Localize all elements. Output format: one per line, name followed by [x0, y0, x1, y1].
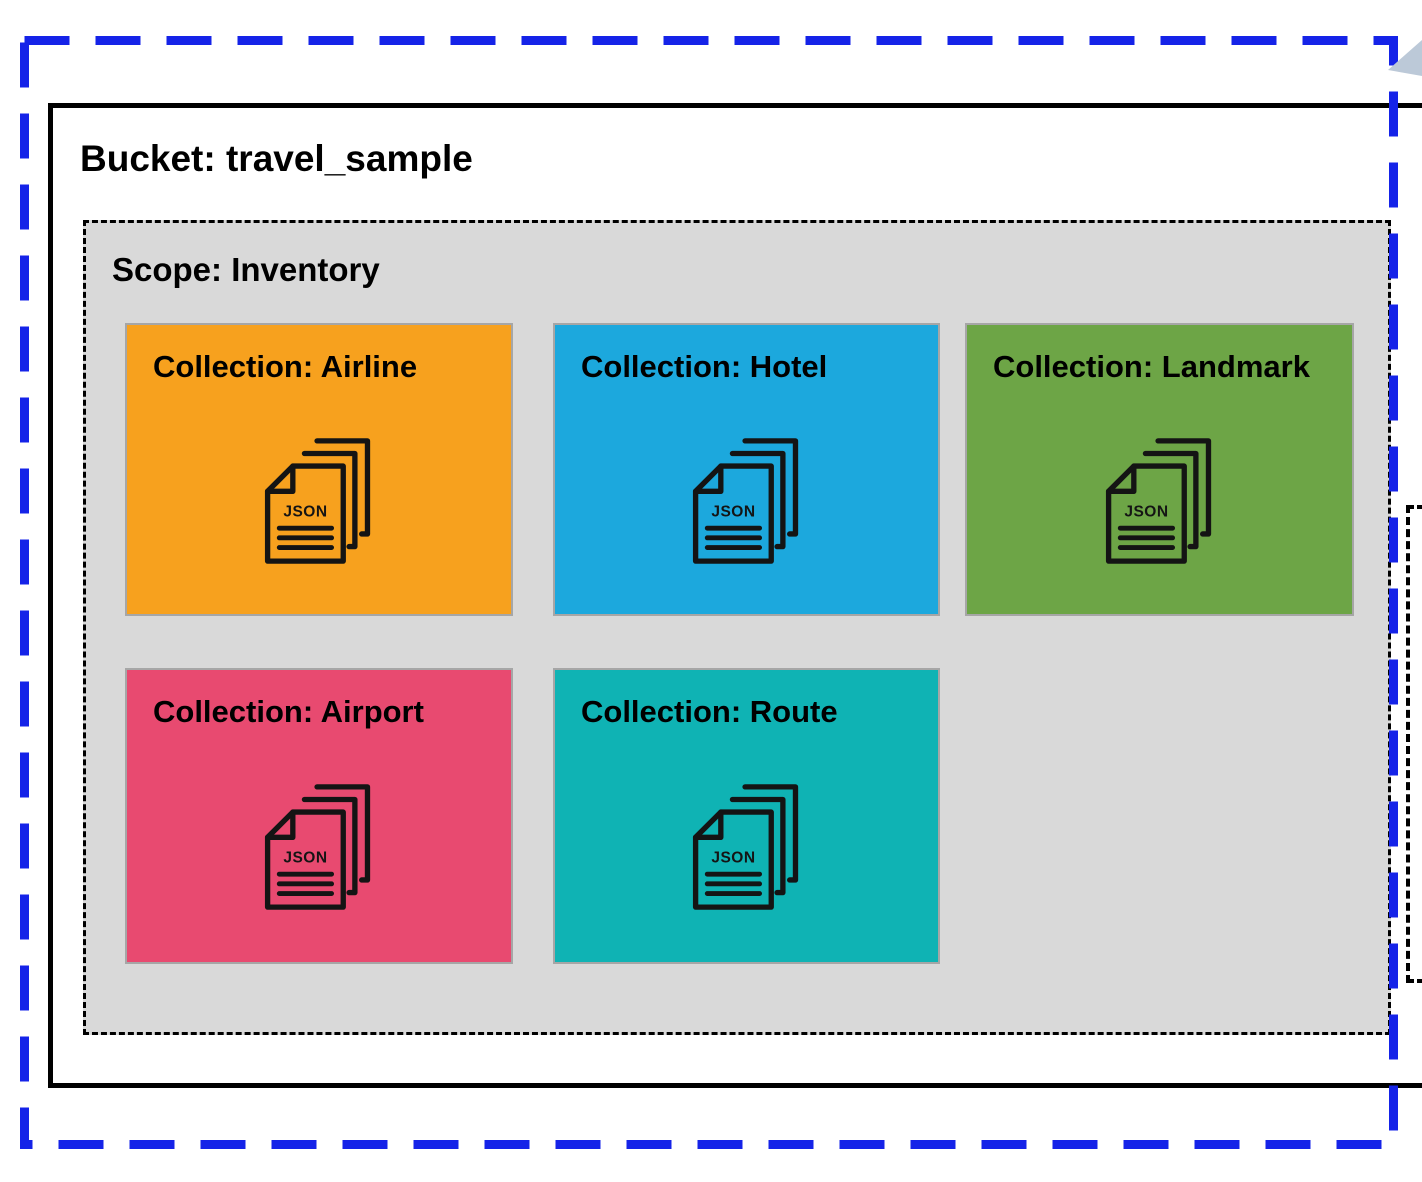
collection-label-route: Collection: Route — [581, 694, 838, 729]
bucket-box: Bucket: travel_sample Scope: Inventory C… — [48, 103, 1422, 1088]
json-icon-label: JSON — [283, 850, 327, 867]
json-documents-icon: JSON — [127, 387, 511, 614]
json-icon-label: JSON — [283, 503, 327, 520]
bucket-title: Bucket: travel_sample — [80, 138, 473, 179]
collection-label-landmark: Collection: Landmark — [993, 349, 1310, 384]
corner-arrow-shape — [1388, 40, 1422, 76]
json-documents-icon: JSON — [255, 779, 383, 915]
json-documents-icon: JSON — [555, 387, 938, 614]
json-documents-icon: JSON — [967, 387, 1352, 614]
collection-label-airline: Collection: Airline — [153, 349, 418, 384]
scope-box: Scope: Inventory Collection: Airline JSO… — [83, 220, 1391, 1035]
collection-box-landmark: Collection: Landmark JSON — [965, 323, 1354, 616]
json-documents-icon: JSON — [683, 433, 811, 569]
json-documents-icon: JSON — [255, 433, 383, 569]
json-documents-icon: JSON — [683, 779, 811, 915]
cropped-dashed-box-fragment — [1406, 505, 1422, 983]
json-icon-label: JSON — [711, 850, 755, 867]
json-documents-icon: JSON — [1096, 433, 1224, 569]
collection-label-hotel: Collection: Hotel — [581, 349, 828, 384]
collection-box-route: Collection: Route JSON — [553, 668, 940, 964]
json-icon-label: JSON — [711, 503, 755, 520]
collection-box-airline: Collection: Airline JSON — [125, 323, 513, 616]
collection-box-airport: Collection: Airport JSON — [125, 668, 513, 964]
collection-label-airport: Collection: Airport — [153, 694, 424, 729]
json-documents-icon: JSON — [555, 732, 938, 962]
json-documents-icon: JSON — [127, 732, 511, 962]
json-icon-label: JSON — [1124, 503, 1168, 520]
collection-box-hotel: Collection: Hotel JSON — [553, 323, 940, 616]
scope-title: Scope: Inventory — [112, 251, 380, 288]
